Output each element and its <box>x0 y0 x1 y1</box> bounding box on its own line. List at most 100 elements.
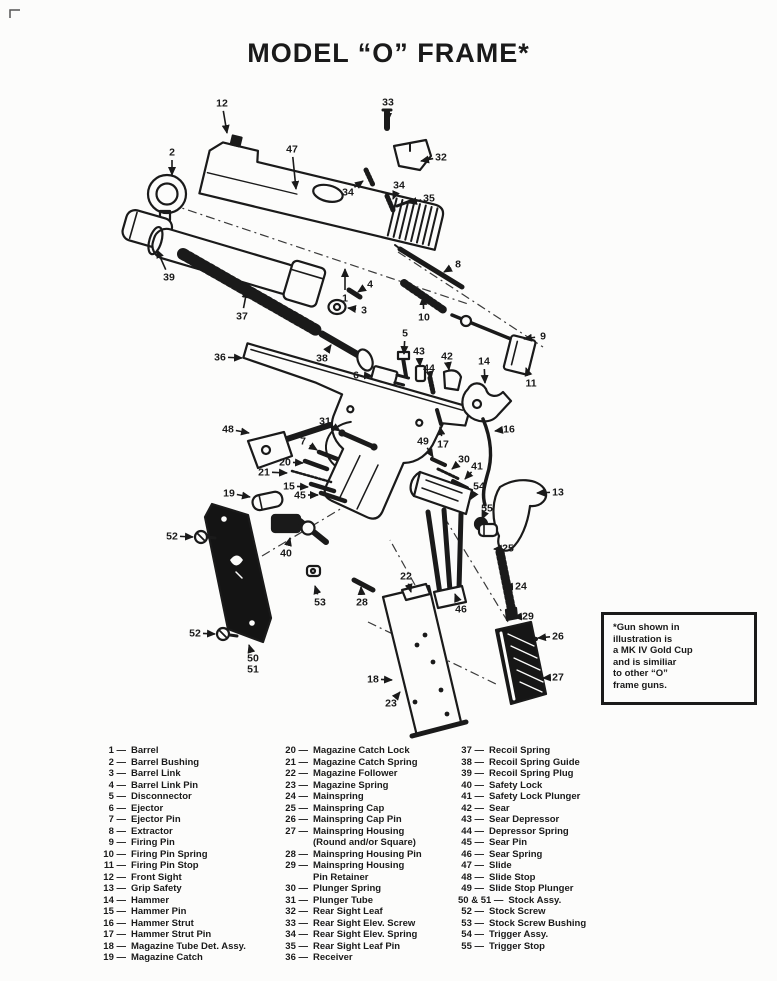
hammer-strut-drawing <box>481 417 493 507</box>
callout-number-43: 43 <box>413 346 425 358</box>
callout-leader-41 <box>464 470 474 480</box>
callout-leader-24 <box>504 582 514 591</box>
callout-number-52: 52 <box>166 531 178 543</box>
parts-list-item: 28 —Mainspring Housing Pin <box>285 848 422 860</box>
parts-list-item: 12 —Front Sight <box>103 871 182 883</box>
callout-number-4: 4 <box>367 279 373 291</box>
parts-list-item: 21 —Magazine Catch Spring <box>285 756 418 768</box>
parts-list-item: 31 —Plunger Tube <box>285 894 373 906</box>
callout-leader-50 <box>247 644 256 654</box>
parts-list-item: 4 —Barrel Link Pin <box>108 779 199 791</box>
page-title: MODEL “O” FRAME* <box>247 38 530 68</box>
parts-list-item: 14 —Hammer <box>103 894 170 906</box>
callout-number-53: 53 <box>314 597 326 609</box>
parts-list-item: 36 —Receiver <box>285 952 353 963</box>
callout-number-38: 38 <box>316 353 328 365</box>
callout-number-23: 23 <box>385 698 397 710</box>
callout-number-21: 21 <box>258 467 270 479</box>
callout-leader-42 <box>443 361 452 371</box>
note-line: and is similiar <box>613 656 677 668</box>
parts-list-item: 23 —Magazine Spring <box>285 779 389 791</box>
note-line: to other “O” <box>613 668 668 679</box>
slide-drawing <box>198 134 445 251</box>
scan-corner-mark <box>9 9 20 18</box>
callout-number-47: 47 <box>286 144 298 156</box>
callout-leader-34 <box>392 190 400 200</box>
plunger-tube-drawing <box>338 429 378 451</box>
callout-leader-30 <box>451 460 461 470</box>
callout-leader-21 <box>271 468 288 477</box>
callout-leader-8 <box>443 264 453 273</box>
callout-leader-6 <box>363 371 373 380</box>
barrel-link-pin-drawing <box>346 287 363 300</box>
callout-leader-31 <box>331 423 341 432</box>
callout-leader-52 <box>179 532 194 541</box>
callout-leader-34 <box>353 180 364 189</box>
parts-list-item: 54 —Trigger Assy. <box>461 929 549 940</box>
parts-list-item: 17 —Hammer Strut Pin <box>103 929 212 940</box>
callout-number-46: 46 <box>455 604 467 616</box>
small-pins-drawing <box>290 408 443 593</box>
note-line: frame guns. <box>613 679 667 691</box>
callout-number-41: 41 <box>471 461 483 473</box>
safety-lock-drawing <box>270 513 329 545</box>
parts-list-item: 25 —Mainspring Cap <box>285 802 385 814</box>
callout-number-51: 51 <box>247 664 259 676</box>
parts-list-item: 47 —Slide <box>461 860 512 871</box>
callout-number-19: 19 <box>223 488 235 500</box>
callout-number-54: 54 <box>473 481 485 493</box>
mainspring-cap-drawing <box>477 522 499 538</box>
parts-list-item: 55 —Trigger Stop <box>461 940 545 952</box>
callout-number-42: 42 <box>441 351 453 363</box>
parts-list-item: 53 —Stock Screw Bushing <box>461 917 587 929</box>
parts-list-item: 33 —Rear Sight Elev. Screw <box>285 917 416 929</box>
callout-number-14: 14 <box>478 356 490 368</box>
firing-pin-spring-drawing <box>400 279 449 315</box>
parts-list-item: 9 —Firing Pin <box>108 837 175 848</box>
parts-list-item: 20 —Magazine Catch Lock <box>285 745 410 756</box>
callout-number-3: 3 <box>361 305 367 317</box>
magazine-follower-drawing <box>400 582 432 602</box>
callout-leader-20 <box>292 458 304 467</box>
callout-number-11: 11 <box>525 378 536 390</box>
callout-number-10: 10 <box>418 312 430 324</box>
callout-number-45: 45 <box>294 490 306 502</box>
parts-list-item: 45 —Sear Pin <box>461 837 528 848</box>
callout-leader-53 <box>313 585 322 595</box>
parts-list-item: 6 —Ejector <box>108 802 164 814</box>
callout-number-55: 55 <box>481 503 493 515</box>
parts-list-item: 3 —Barrel Link <box>108 768 181 779</box>
callout-leader-26 <box>537 633 551 642</box>
parts-list-item: 19 —Magazine Catch <box>103 952 203 963</box>
stock-panel-drawing <box>203 502 273 644</box>
parts-list-item: 49 —Slide Stop Plunger <box>461 883 574 894</box>
plunger-spring-drawing <box>436 467 461 481</box>
parts-list-item: 37 —Recoil Spring <box>461 745 551 756</box>
parts-list-item: 44 —Depressor Spring <box>461 825 569 837</box>
callout-leader-38 <box>323 344 332 354</box>
callout-number-15: 15 <box>283 481 295 493</box>
callout-number-40: 40 <box>280 548 292 560</box>
parts-list-item: 30 —Plunger Spring <box>285 883 382 894</box>
callout-number-8: 8 <box>455 259 461 271</box>
note-line: *Gun shown in <box>613 622 680 633</box>
sear-spring-drawing <box>425 507 468 610</box>
disconnector-drawing <box>396 350 411 378</box>
callout-leader-23 <box>391 691 401 701</box>
callout-leader-12 <box>221 110 230 134</box>
callout-number-24: 24 <box>515 581 527 593</box>
barrel-bushing-drawing <box>146 173 188 222</box>
callout-leader-16 <box>494 425 504 434</box>
callout-leader-55 <box>481 510 489 520</box>
callout-number-36: 36 <box>214 352 226 364</box>
callout-number-34: 34 <box>342 187 354 199</box>
callout-leader-13 <box>536 488 551 497</box>
parts-list-item: 1 —Barrel <box>108 745 159 756</box>
callout-leader-9 <box>523 333 536 342</box>
mainspring-drawing <box>495 547 517 617</box>
